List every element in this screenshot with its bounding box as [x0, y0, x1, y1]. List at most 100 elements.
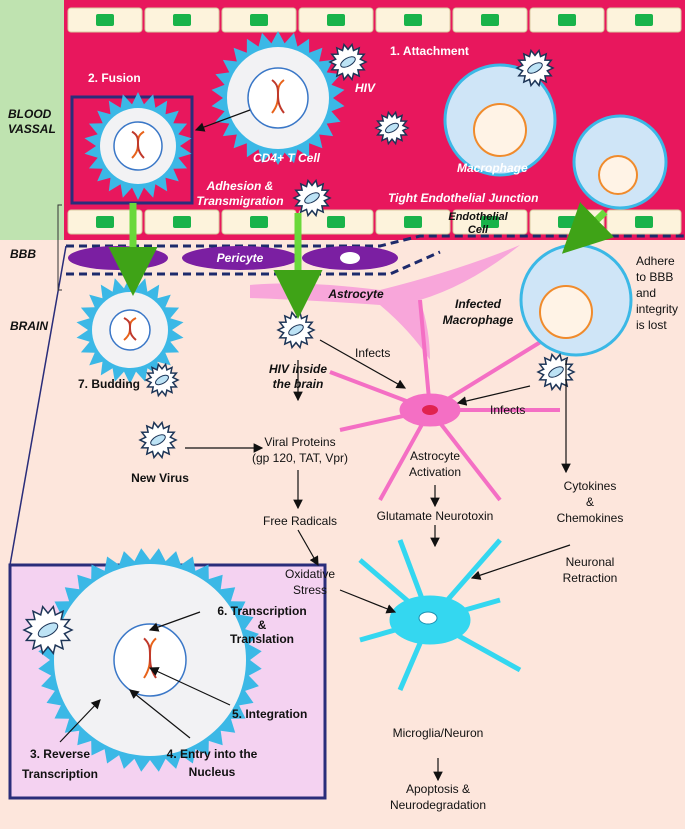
hiv-capsid — [37, 622, 59, 638]
entry-label-2: Nucleus — [189, 765, 236, 779]
hiv-capsid — [150, 434, 166, 446]
green-arrow-3 — [561, 202, 615, 254]
green-arrows — [108, 202, 615, 319]
dna-helix-2 — [123, 317, 137, 341]
endothelial-nucleus — [96, 14, 114, 26]
entry-label-1: 4. Entry into the — [167, 747, 258, 761]
inset-arrows — [59, 611, 231, 743]
endothelial-nucleus — [173, 216, 191, 228]
infects-label-1: Infects — [355, 346, 390, 360]
inset-arrow-entry — [129, 689, 191, 739]
viral-proteins-label-1: Viral Proteins — [264, 435, 335, 449]
reverse-label-1: 3. Reverse — [30, 747, 90, 761]
pericyte-nucleus — [340, 252, 360, 264]
hiv-inside-label-2: the brain — [273, 377, 324, 391]
pericyte-label: Pericyte — [217, 251, 264, 265]
adhesion-label-1: Adhesion & — [206, 179, 274, 193]
top-endothelial-cells — [67, 7, 682, 33]
neuronal-retraction-label-2: Retraction — [563, 571, 618, 585]
arrow-cytokines-neuron — [470, 544, 571, 580]
endothelial-nucleus — [481, 14, 499, 26]
endothelial-nucleus — [250, 14, 268, 26]
free-radicals-label: Free Radicals — [263, 514, 337, 528]
transcription-label-3: Translation — [230, 632, 294, 646]
adhere-label-4: integrity — [636, 302, 678, 316]
hiv-capsid — [155, 374, 169, 386]
astro-activation-label-1: Astrocyte — [410, 449, 460, 463]
hiv-virions — [22, 42, 576, 656]
endothelial-nucleus — [327, 216, 345, 228]
endothelial-nucleus — [558, 14, 576, 26]
bbb-line-bottom — [66, 250, 441, 276]
endothelial-nucleus — [404, 216, 422, 228]
inset-arrow-integration — [148, 667, 231, 706]
adhere-label-3: and — [636, 286, 656, 300]
flow-arrows — [185, 109, 571, 782]
endothelial-nucleus — [327, 14, 345, 26]
endothelial-nucleus — [250, 216, 268, 228]
inset-arrow-transcription — [148, 611, 201, 632]
hiv-label: HIV — [355, 81, 376, 95]
endothelial-nucleus — [635, 216, 653, 228]
pericyte-2 — [182, 246, 298, 270]
endothelial-label-1: Endothelial — [448, 211, 508, 223]
transcription-label-2: & — [258, 618, 267, 632]
inset-cell — [38, 548, 262, 772]
budding-label: 7. Budding — [78, 377, 140, 391]
cd4-label: CD4+ T Cell — [253, 151, 321, 165]
inset-connector — [9, 245, 67, 566]
neuron-nucleus — [418, 611, 438, 625]
tight-junction-label: Tight Endothelial Junction — [388, 191, 538, 205]
arrow-hiv-astro — [319, 339, 407, 389]
dna-helix-2 — [131, 130, 145, 159]
bbb-bracket — [57, 204, 62, 291]
adhere-label-5: is lost — [636, 318, 667, 332]
arrow-radicals-oxidative — [297, 529, 319, 567]
endothelial-nucleus — [173, 14, 191, 26]
glutamate-label: Glutamate Neurotoxin — [377, 509, 494, 523]
apoptosis-label-1: Apoptosis & — [406, 782, 470, 796]
microglia-neuron — [358, 538, 522, 691]
cd4-t-cell — [211, 31, 345, 165]
viral-proteins-label-2: (gp 120, TAT, Vpr) — [252, 451, 348, 465]
infected-mac-label-1: Infected — [455, 297, 502, 311]
hiv-inside-label-1: HIV inside — [269, 362, 327, 376]
attachment-label: 1. Attachment — [390, 44, 469, 58]
adhere-label-1: Adhere — [636, 254, 675, 268]
hiv-capsid — [548, 366, 564, 378]
endothelial-nucleus — [635, 14, 653, 26]
oxidative-label-2: Stress — [293, 583, 327, 597]
cytokines-label-1: Cytokines — [564, 479, 617, 493]
endothelial-nucleus — [96, 216, 114, 228]
macrophage-moving-nucleus — [598, 155, 638, 195]
hiv-capsid — [304, 192, 320, 204]
bbb-line-top — [66, 234, 685, 248]
inset-arrow-reverse — [59, 699, 101, 743]
fusion-label: 2. Fusion — [88, 71, 141, 85]
astrocyte-nucleus — [422, 405, 438, 415]
arrow-infects-2 — [456, 385, 531, 406]
pericyte-1 — [68, 246, 168, 270]
endothelial-nucleus — [481, 216, 499, 228]
astrocyte-star — [329, 299, 562, 502]
adhesion-label-2: Transmigration — [196, 194, 283, 208]
new-virus-label: New Virus — [131, 471, 189, 485]
budding-cell — [76, 276, 184, 384]
astrocyte-foot — [250, 245, 520, 360]
arrow-oxidative-neuron — [339, 589, 397, 614]
apoptosis-label-2: Neurodegradation — [390, 798, 486, 812]
dna-helix-2 — [271, 79, 285, 114]
region-blood-2: VASSAL — [8, 122, 56, 136]
region-bbb: BBB — [10, 247, 36, 261]
microglia-label: Microglia/Neuron — [393, 726, 484, 740]
cytokines-label-3: Chemokines — [557, 511, 624, 525]
neuronal-retraction-label-1: Neuronal — [566, 555, 615, 569]
region-blood-1: BLOOD — [8, 107, 52, 121]
hiv-capsid — [288, 324, 304, 336]
arrow-tcell-fusion — [194, 109, 251, 132]
astro-activation-label-2: Activation — [409, 465, 461, 479]
infected-mac-label-2: Macrophage — [443, 313, 514, 327]
cytokines-label-2: & — [586, 495, 594, 509]
transcription-label-1: 6. Transcription — [217, 604, 306, 618]
